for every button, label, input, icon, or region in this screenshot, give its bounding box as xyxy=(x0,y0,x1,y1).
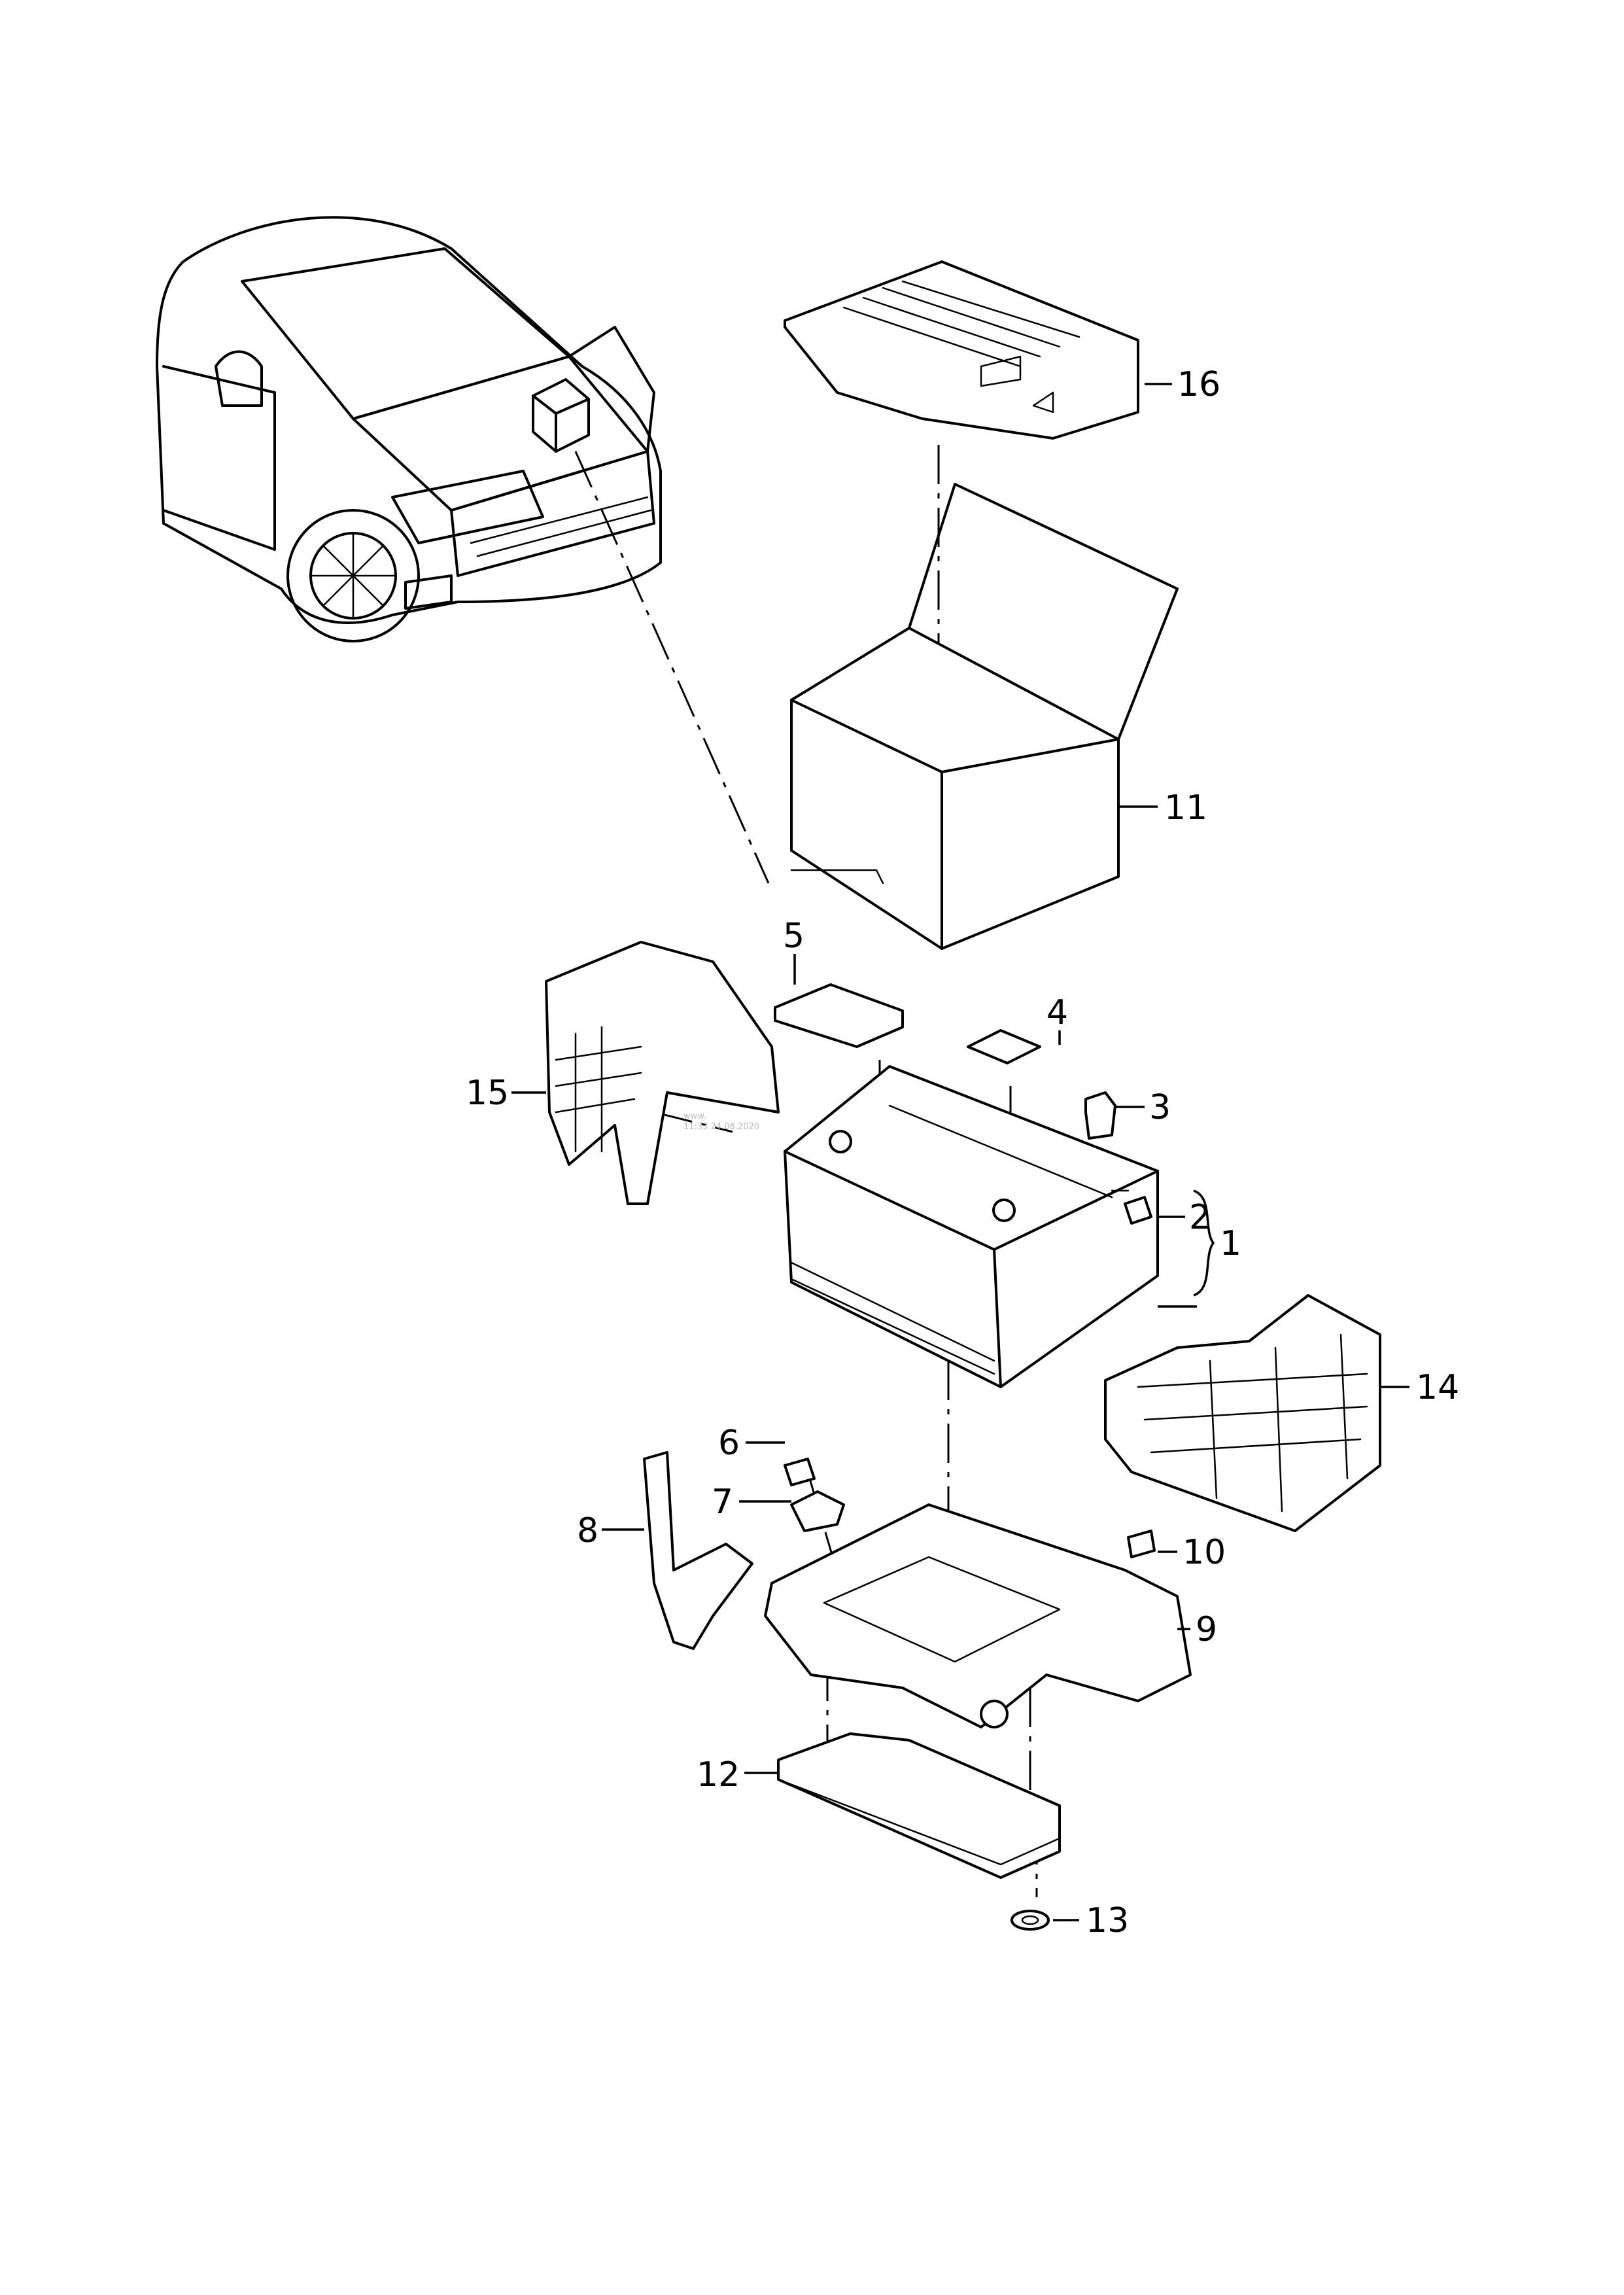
callout-11: 11 xyxy=(1164,788,1207,828)
part-3-vent-plug xyxy=(1084,1091,1116,1140)
callout-4: 4 xyxy=(1046,993,1068,1032)
guide-line-vehicle xyxy=(574,451,770,884)
callout-8: 8 xyxy=(577,1511,598,1550)
callout-1: 1 xyxy=(1220,1224,1241,1263)
part-8-bracket xyxy=(643,1451,753,1650)
callout-6: 6 xyxy=(718,1424,740,1463)
callout-15: 15 xyxy=(466,1074,509,1113)
callout-9: 9 xyxy=(1196,1610,1217,1649)
callout-7: 7 xyxy=(712,1482,733,1522)
callout-13: 13 xyxy=(1086,1901,1129,1940)
part-15-side-cover xyxy=(545,941,780,1205)
guide-line-side-cover xyxy=(653,1111,733,1133)
callout-10: 10 xyxy=(1183,1533,1226,1572)
watermark-line-1: www. xyxy=(683,1112,706,1121)
part-16-cover xyxy=(784,260,1139,440)
callout-14: 14 xyxy=(1416,1368,1459,1407)
leader-lines xyxy=(511,383,1409,1921)
part-9-battery-base xyxy=(764,1503,1192,1728)
part-7-clamp xyxy=(790,1490,845,1532)
part-12-tray xyxy=(777,1732,1061,1879)
callout-16: 16 xyxy=(1177,365,1220,404)
part-2-bolt xyxy=(1124,1196,1152,1225)
part-11-insulation-box xyxy=(790,483,1179,950)
callout-12: 12 xyxy=(697,1755,740,1795)
part-6-screw xyxy=(784,1458,816,1486)
part-1-battery xyxy=(784,1065,1159,1388)
callout-3: 3 xyxy=(1149,1088,1171,1127)
callout-5: 5 xyxy=(783,917,804,956)
part-4-label xyxy=(967,1029,1041,1064)
cube-location-icon xyxy=(532,378,590,453)
part-5-terminal-cover xyxy=(774,983,904,1048)
watermark-line-2: 11:33 24.08.2020 xyxy=(683,1122,759,1132)
part-13-nut xyxy=(1011,1910,1050,1931)
part-14-side-cover xyxy=(1104,1294,1381,1532)
car-front-quarter-icon xyxy=(156,216,662,642)
callout-2: 2 xyxy=(1189,1198,1211,1237)
part-10-bolt xyxy=(1127,1530,1156,1558)
